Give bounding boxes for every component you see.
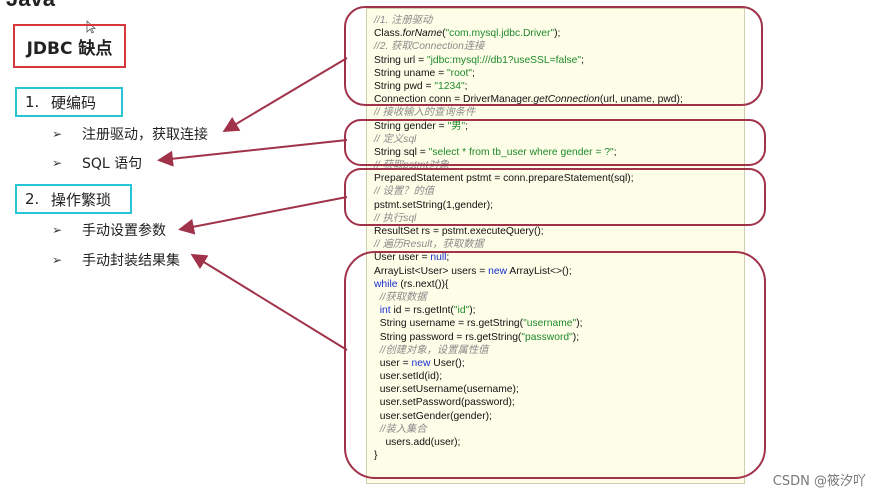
- code-line: users.add(user);: [374, 437, 461, 448]
- code-line: ArrayList<User> users = new ArrayList<>(…: [374, 265, 572, 277]
- code-line: String sql = "select * from tb_user wher…: [374, 146, 617, 158]
- code-line: Connection conn = DriverManager.getConne…: [374, 94, 683, 106]
- code-line: PreparedStatement pstmt = conn.prepareSt…: [374, 173, 634, 185]
- code-line: // 设置？的值: [374, 186, 435, 198]
- previous-slide-title-fragment: Java: [0, 0, 80, 8]
- arrow-params: [178, 196, 348, 235]
- code-line: // 遍历Result，获取数据: [374, 239, 484, 251]
- list-item-register-driver: ➢ 注册驱动，获取连接: [52, 127, 208, 143]
- code-line: String gender = "男";: [374, 120, 469, 132]
- slide-title: JDBC 缺点: [13, 24, 126, 68]
- arrow-bullet-icon: ➢: [52, 223, 63, 237]
- code-line: String username = rs.getString("username…: [374, 318, 583, 330]
- code-line: user.setPassword(password);: [374, 397, 515, 409]
- code-line: // 定义sql: [374, 133, 417, 145]
- watermark: CSDN @筱汐吖: [772, 474, 866, 489]
- code-line: String pwd = "1234";: [374, 80, 468, 92]
- code-line: ResultSet rs = pstmt.executeQuery();: [374, 226, 544, 237]
- section-heading-hardcoding: 1. 硬编码: [15, 87, 123, 117]
- code-line: while (rs.next()){: [374, 278, 449, 290]
- arrow-driver: [222, 57, 348, 133]
- section-heading-cumbersome: 2. 操作繁琐: [15, 184, 132, 214]
- code-line: //获取数据: [374, 291, 427, 303]
- code-line: // 执行sql: [374, 212, 417, 224]
- code-line: user.setId(id);: [374, 371, 443, 383]
- arrow-bullet-icon: ➢: [52, 156, 63, 170]
- code-line: int id = rs.getInt("id");: [379, 305, 476, 317]
- code-listing: //1. 注册驱动 Class.forName("com.mysql.jdbc.D…: [374, 14, 744, 462]
- arrow-results: [190, 253, 348, 351]
- code-line: user.setGender(gender);: [374, 410, 492, 422]
- code-line: Class.forName("com.mysql.jdbc.Driver");: [374, 28, 561, 40]
- code-line: }: [374, 450, 378, 462]
- code-line: String password = rs.getString("password…: [374, 331, 580, 343]
- code-line: User user = null;: [374, 252, 450, 264]
- code-line: String url = "jdbc:mysql:///db1?useSSL=f…: [374, 54, 584, 66]
- code-line: //创建对象，设置属性值: [374, 344, 489, 356]
- code-line: //1. 注册驱动: [374, 15, 433, 26]
- list-item-set-params: ➢ 手动设置参数: [52, 223, 166, 239]
- code-line: user.setUsername(username);: [374, 384, 519, 396]
- list-item-sql-statement: ➢ SQL 语句: [52, 156, 143, 172]
- code-line: //装入集合: [374, 423, 427, 435]
- code-line: // 接收输入的查询条件: [374, 107, 476, 119]
- code-line: pstmt.setString(1,gender);: [374, 199, 494, 211]
- arrow-bullet-icon: ➢: [52, 127, 63, 141]
- list-item-wrap-results: ➢ 手动封装结果集: [52, 253, 180, 269]
- code-line: // 获取pstmt对象: [374, 160, 449, 172]
- code-line: String uname = "root";: [374, 67, 475, 79]
- code-line: user = new User();: [374, 357, 465, 369]
- arrow-bullet-icon: ➢: [52, 253, 63, 267]
- code-line: //2. 获取Connection连接: [374, 41, 485, 53]
